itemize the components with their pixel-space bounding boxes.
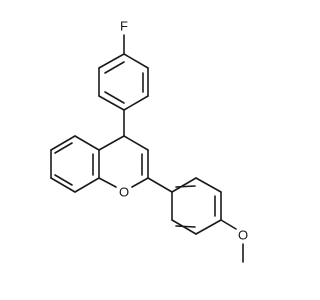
pyran-ring <box>98 135 149 188</box>
methoxyphenyl-ring <box>171 177 222 235</box>
bond <box>98 135 125 151</box>
bond <box>98 53 125 69</box>
double-bond <box>104 61 125 74</box>
benzo-ring <box>50 135 100 193</box>
atom-label-fluorine: F <box>120 19 128 34</box>
atom-label-methoxy-oxygen: O <box>238 228 248 243</box>
bond-c-o <box>220 219 237 230</box>
fluorine-label: F <box>120 19 128 34</box>
molecule-structure: F O O <box>50 19 248 263</box>
bond <box>74 177 100 193</box>
ring-oxygen-label: O <box>119 185 129 200</box>
bond <box>50 177 76 193</box>
bond <box>74 135 100 151</box>
methoxy-oxygen-label: O <box>238 228 248 243</box>
double-bond <box>175 225 196 228</box>
double-bond <box>175 185 196 188</box>
fluorophenyl-ring <box>98 53 149 111</box>
bond <box>50 135 76 151</box>
bond <box>123 95 149 111</box>
double-bond <box>54 142 73 154</box>
bond <box>195 219 222 235</box>
bond <box>195 177 222 193</box>
bond <box>123 135 149 151</box>
atom-label-ring-oxygen: O <box>119 185 129 200</box>
bond <box>123 53 149 69</box>
bond <box>131 177 149 188</box>
bond <box>98 177 117 188</box>
double-bond <box>104 91 125 104</box>
bond <box>147 177 173 193</box>
bond <box>171 177 197 193</box>
double-bond <box>54 174 73 186</box>
bond <box>98 95 125 111</box>
